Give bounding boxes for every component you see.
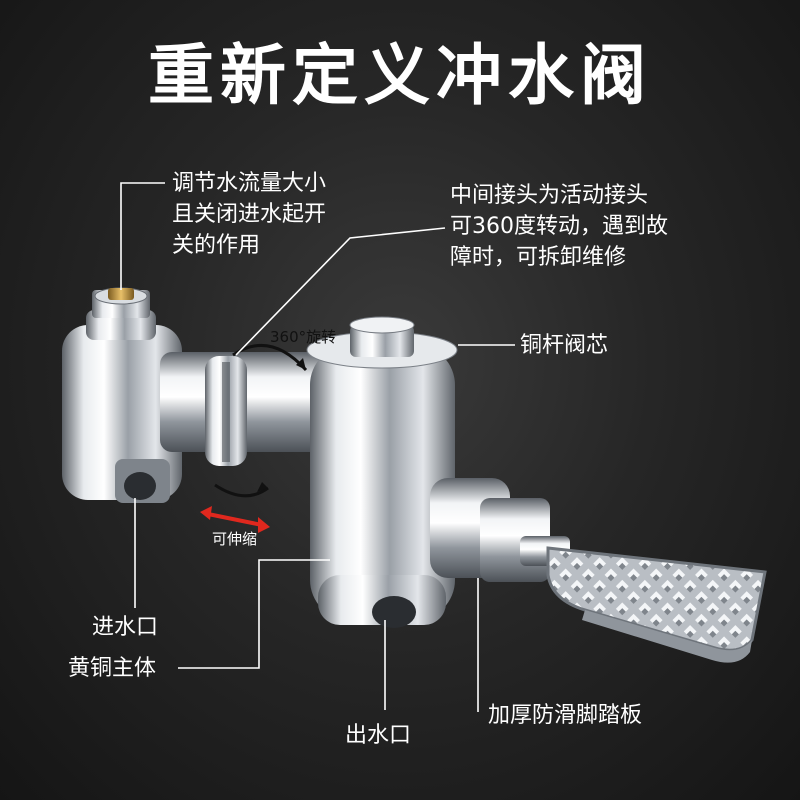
flow-control-line-2: 且关闭进水起开 [172, 202, 327, 227]
copper-core-label: 铜杆阀芯 [520, 333, 609, 358]
joint-line-3: 障时，可拆卸维修 [450, 245, 627, 270]
callout-lines [120, 182, 515, 712]
pedal-label: 加厚防滑脚踏板 [488, 703, 643, 728]
anti-slip-foot-pedal [546, 546, 767, 663]
main-valve-body [306, 316, 458, 628]
brass-adjust-screw [108, 288, 134, 300]
brass-body-label: 黄铜主体 [68, 656, 157, 681]
flow-control-callout: 调节水流量大小 且关闭进水起开 关的作用 [172, 168, 326, 261]
flow-control-line-3: 关的作用 [172, 233, 261, 258]
joint-line-1: 中间接头为活动接头 [450, 183, 649, 208]
inlet-label: 进水口 [92, 615, 159, 640]
rotate-annotation: 360°旋转 [270, 328, 337, 346]
joint-callout: 中间接头为活动接头 可360度转动，遇到故 障时，可拆卸维修 [450, 180, 668, 273]
telescopic-arrows-icon [200, 506, 270, 533]
joint-line-2: 可360度转动，遇到故 [450, 214, 668, 239]
flow-control-line-1: 调节水流量大小 [172, 171, 327, 196]
outlet-opening [372, 596, 416, 628]
inlet-valve-body [62, 287, 182, 503]
telescopic-annotation: 可伸缩 [212, 530, 258, 548]
page-title: 重新定义冲水阀 [148, 37, 652, 114]
swivel-connector [160, 352, 330, 466]
outlet-label: 出水口 [345, 723, 412, 748]
